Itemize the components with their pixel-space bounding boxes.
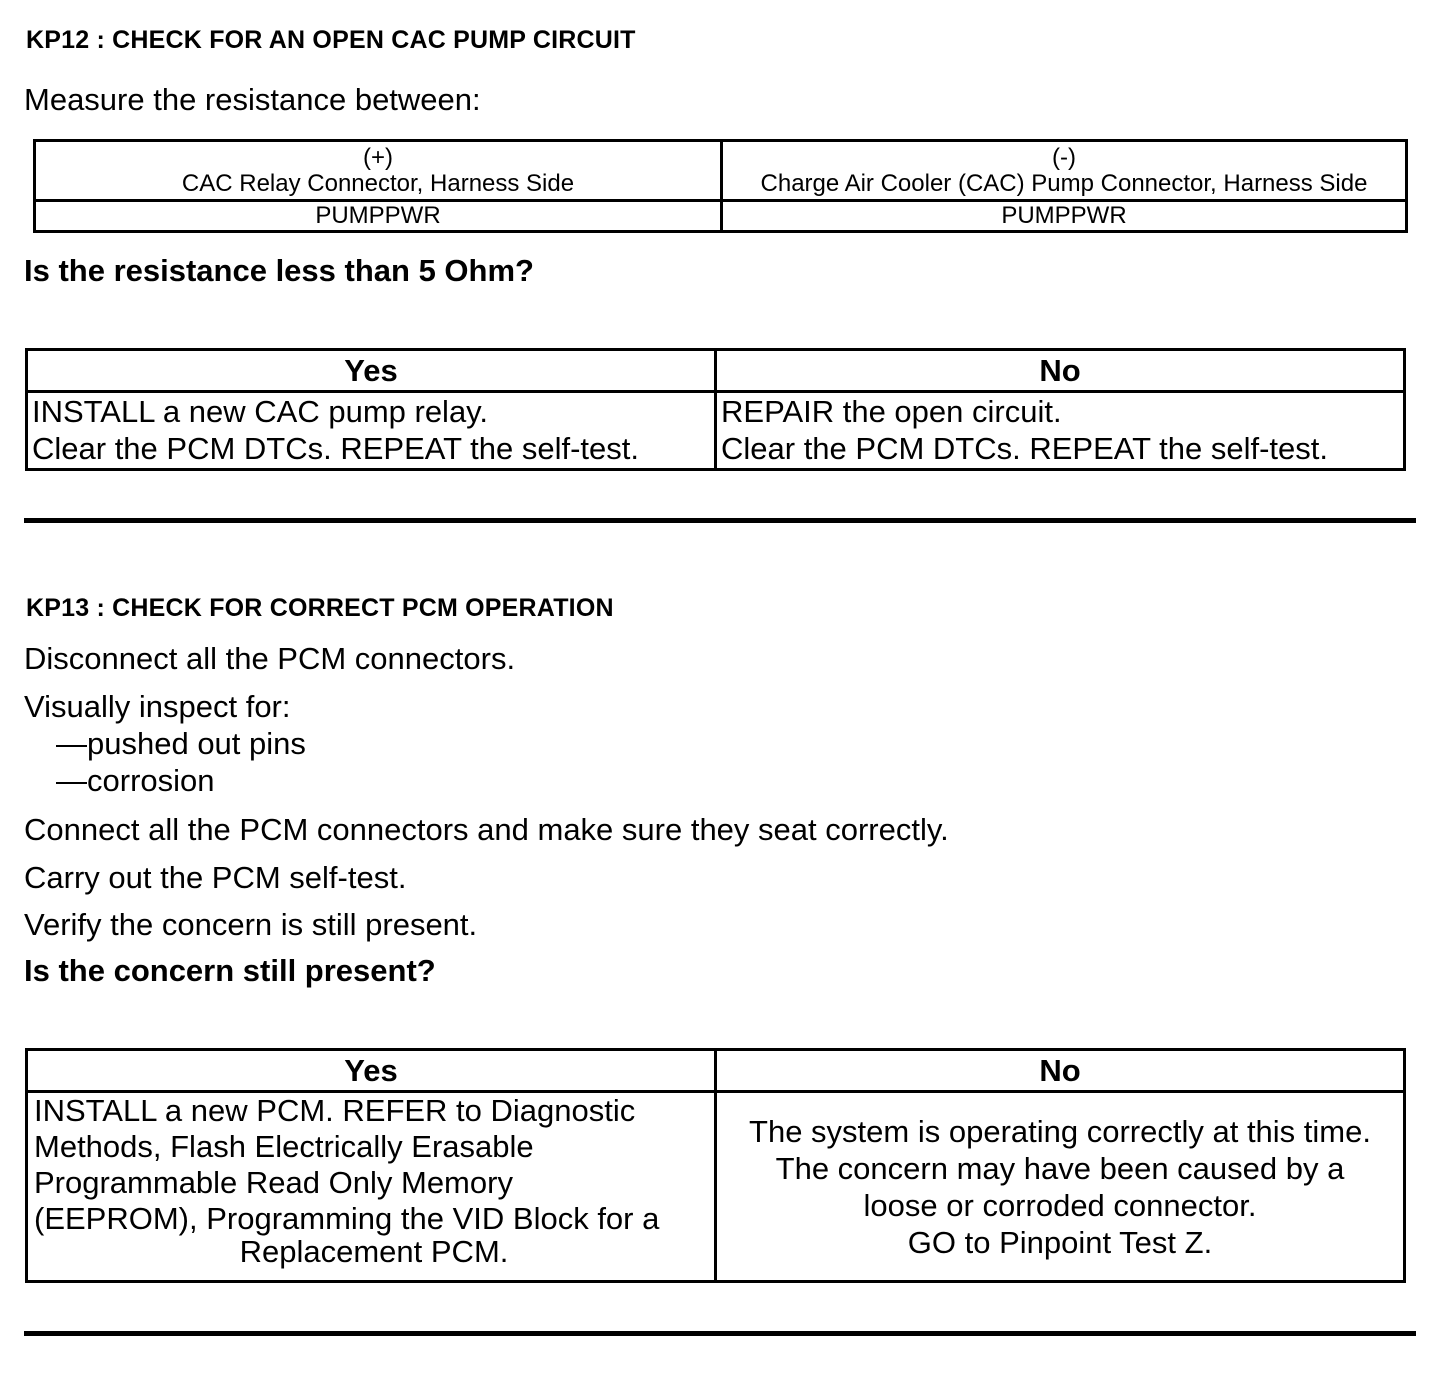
kp12-no-header: No (714, 348, 1406, 393)
kp13-no-cell: The system is operating correctly at thi… (714, 1090, 1406, 1283)
kp12-yes-cell: INSTALL a new CAC pump relay. Clear the … (25, 390, 717, 471)
kp13-yes-line2: Methods, Flash Electrically Erasable (34, 1129, 534, 1164)
kp12-no-line1: REPAIR the open circuit. (721, 394, 1062, 429)
plus-pin-cell: PUMPPWR (33, 199, 723, 233)
minus-connector-cell: (-) Charge Air Cooler (CAC) Pump Connect… (720, 139, 1408, 202)
plus-connector-label: CAC Relay Connector, Harness Side (181, 169, 575, 197)
section-divider-2 (24, 1331, 1416, 1336)
kp13-yes-header: Yes (25, 1048, 717, 1093)
kp13-no-line3: loose or corroded connector. (863, 1187, 1257, 1223)
section-divider-1 (24, 518, 1416, 523)
kp12-heading: KP12 : CHECK FOR AN OPEN CAC PUMP CIRCUI… (26, 26, 636, 54)
minus-pin-cell: PUMPPWR (720, 199, 1408, 233)
plus-symbol: (+) (363, 143, 393, 171)
minus-connector-label: Charge Air Cooler (CAC) Pump Connector, … (760, 169, 1368, 197)
kp13-no-line1: The system is operating correctly at thi… (749, 1113, 1371, 1149)
kp13-heading: KP13 : CHECK FOR CORRECT PCM OPERATION (26, 594, 614, 622)
kp13-step-connect: Connect all the PCM connectors and make … (24, 812, 949, 847)
kp13-no-line4: GO to Pinpoint Test Z. (907, 1224, 1213, 1260)
kp13-no-header: No (714, 1048, 1406, 1093)
kp13-question: Is the concern still present? (24, 953, 436, 988)
kp13-yes-line1: INSTALL a new PCM. REFER to Diagnostic (34, 1093, 636, 1128)
kp13-yes-line3: Programmable Read Only Memory (34, 1165, 513, 1200)
kp13-step-verify: Verify the concern is still present. (24, 907, 478, 942)
kp12-yes-header: Yes (25, 348, 717, 393)
kp13-step-selftest: Carry out the PCM self-test. (24, 860, 407, 895)
kp13-no-line2: The concern may have been caused by a (775, 1150, 1345, 1186)
kp12-instruction: Measure the resistance between: (24, 82, 481, 117)
kp13-answer-table: Yes No INSTALL a new PCM. REFER to Diagn… (25, 1048, 1406, 1283)
kp12-yes-line1: INSTALL a new CAC pump relay. (32, 394, 488, 429)
kp12-no-cell: REPAIR the open circuit. Clear the PCM D… (714, 390, 1406, 471)
measure-table: (+) CAC Relay Connector, Harness Side (-… (33, 139, 1408, 233)
kp12-yes-line2: Clear the PCM DTCs. REPEAT the self-test… (32, 431, 639, 466)
kp12-answer-table: Yes No INSTALL a new CAC pump relay. Cle… (25, 348, 1406, 471)
kp12-question: Is the resistance less than 5 Ohm? (24, 253, 534, 288)
kp13-bullet-pins: —pushed out pins (56, 726, 306, 761)
kp13-yes-cell: INSTALL a new PCM. REFER to Diagnostic M… (25, 1090, 717, 1283)
kp12-no-line2: Clear the PCM DTCs. REPEAT the self-test… (721, 431, 1328, 466)
kp13-bullet-corrosion: —corrosion (56, 763, 215, 798)
plus-connector-cell: (+) CAC Relay Connector, Harness Side (33, 139, 723, 202)
minus-symbol: (-) (1052, 143, 1076, 171)
kp13-yes-line5: Replacement PCM. (239, 1234, 509, 1269)
kp13-step-inspect: Visually inspect for: (24, 689, 291, 724)
kp13-yes-line4: (EEPROM), Programming the VID Block for … (34, 1201, 660, 1236)
kp13-step-disconnect: Disconnect all the PCM connectors. (24, 641, 516, 676)
